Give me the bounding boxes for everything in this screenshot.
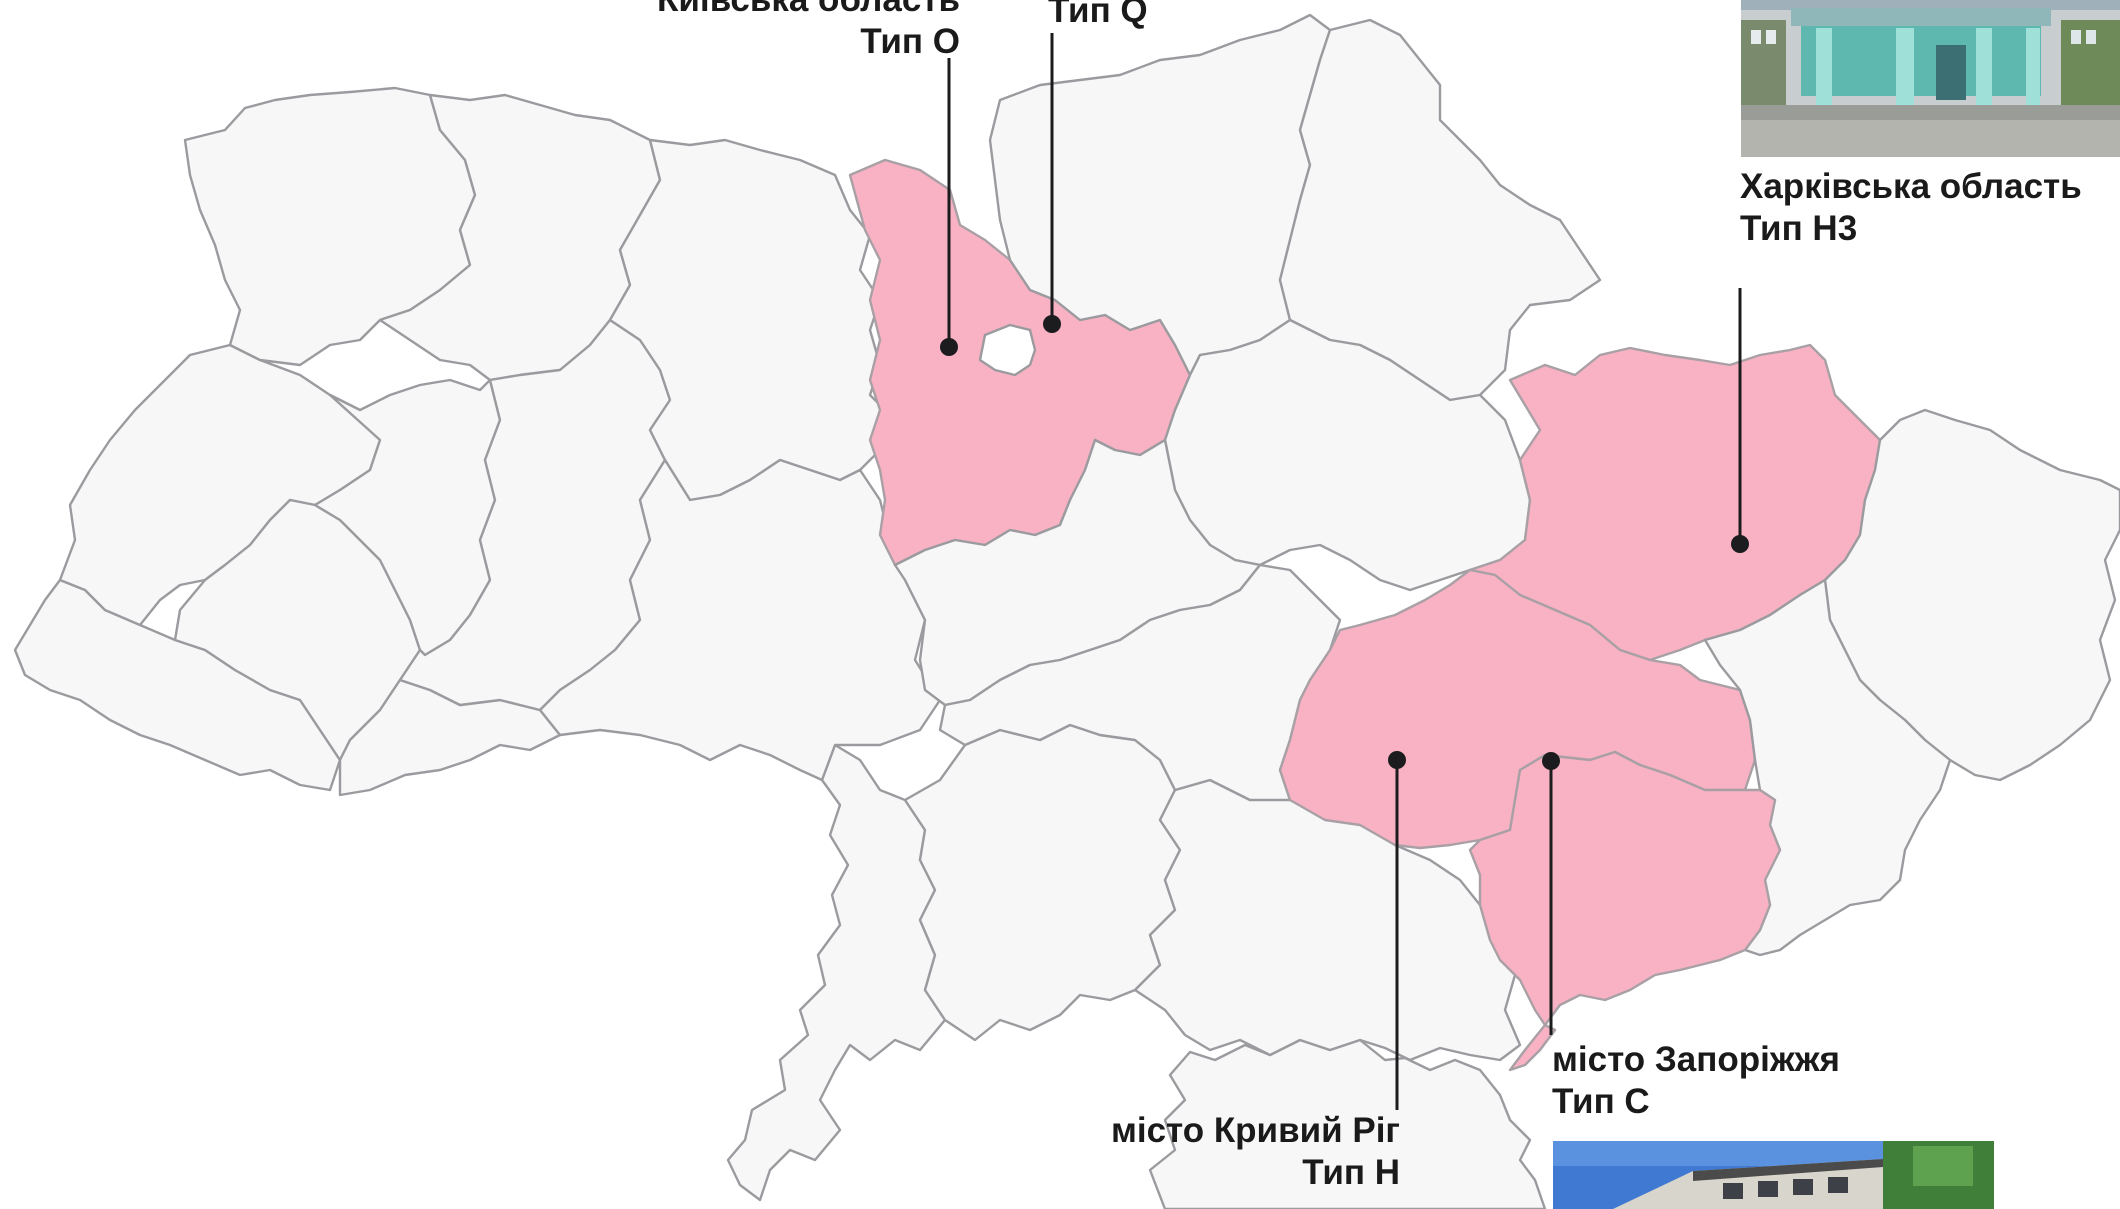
region-crimea <box>1148 1038 1547 1209</box>
callout-zaporizhzhia: місто Запоріжжя Тип С <box>1552 1039 1840 1123</box>
region-zaporizhzhia <box>1468 750 1782 1027</box>
callout-kryvyi-rih: місто Кривий Ріг Тип Н <box>1000 1110 1400 1194</box>
school-photo-bottom <box>1553 1141 1994 1209</box>
kyiv-city-pin[interactable] <box>1043 315 1061 333</box>
school-building-icon-bottom <box>1553 1141 1994 1209</box>
zaporizhzhia-pin[interactable] <box>1542 752 1560 770</box>
kryvyi-rih-type: Тип Н <box>1302 1153 1400 1192</box>
school-photo-top <box>1741 0 2120 157</box>
arabat-spit <box>1508 1023 1557 1072</box>
kyiv-region-name: Київська область <box>560 0 960 21</box>
zaporizhzhia-name: місто Запоріжжя <box>1552 1040 1840 1079</box>
kyiv-region-type: Тип О <box>860 22 960 61</box>
kryvyi-rih-name: місто Кривий Ріг <box>1110 1111 1400 1150</box>
kharkiv-pin[interactable] <box>1731 535 1749 553</box>
callout-kyiv-city: Тип Q <box>1048 0 1148 32</box>
callout-kyiv-region: Київська область Тип О <box>560 0 960 63</box>
callout-kharkiv: Харківська область Тип Н3 <box>1740 166 2082 250</box>
region-sumy <box>1278 18 1602 402</box>
zaporizhzhia-type: Тип С <box>1552 1082 1650 1121</box>
region-vinnytsia <box>538 458 942 782</box>
kyiv-city-type: Тип Q <box>1048 0 1148 30</box>
kryvyi-rih-pin[interactable] <box>1388 751 1406 769</box>
kharkiv-name: Харківська область <box>1740 167 2082 206</box>
region-kyiv-city <box>978 323 1037 377</box>
kyiv-region-pin[interactable] <box>940 338 958 356</box>
school-building-icon <box>1741 0 2120 157</box>
kharkiv-type: Тип Н3 <box>1740 209 1858 248</box>
